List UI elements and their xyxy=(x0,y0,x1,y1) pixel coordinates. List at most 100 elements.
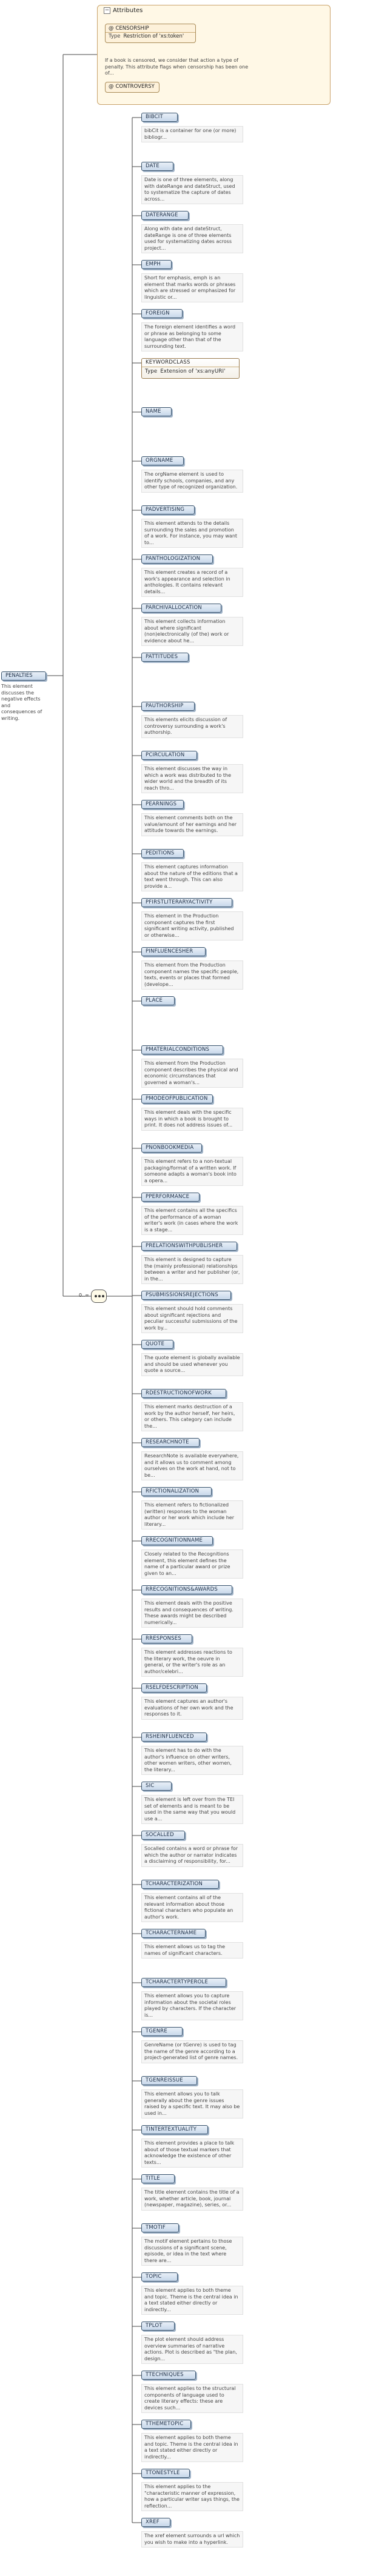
element-label: TTHEMETOPIC xyxy=(146,2421,184,2427)
element-tgenre[interactable]: TGENRE xyxy=(141,2027,183,2036)
element-rsheinfluenced[interactable]: RSHEINFLUENCED xyxy=(141,1732,207,1742)
element-label: PAUTHORSHIP xyxy=(146,703,184,709)
element-rrecognitionname[interactable]: RRECOGNITIONNAME xyxy=(141,1536,213,1545)
element-doc: This element deals with the positive res… xyxy=(141,1599,243,1628)
element-pnonbookmedia[interactable]: PNONBOOKMEDIA xyxy=(141,1143,202,1153)
element-doc: This element refers to a non-textual pac… xyxy=(141,1157,243,1186)
element-label: FOREIGN xyxy=(146,310,170,316)
element-label: QUOTE xyxy=(146,1341,165,1347)
element-label: PMATERIALCONDITIONS xyxy=(146,1047,210,1053)
element-ttechniques[interactable]: TTECHNIQUES xyxy=(141,2371,196,2380)
element-label: TCHARACTERNAME xyxy=(146,1930,197,1936)
element-doc: This element applies to the structural c… xyxy=(141,2384,243,2413)
element-label: TOPIC xyxy=(146,2274,162,2280)
element-label: PINFLUENCESHER xyxy=(146,948,193,954)
element-foreign[interactable]: FOREIGN xyxy=(141,309,183,318)
choice-compositor-icon[interactable] xyxy=(91,1290,107,1303)
element-label: RSHEINFLUENCED xyxy=(146,1734,194,1740)
element-label: RESEARCHNOTE xyxy=(146,1439,189,1445)
element-pauthorship[interactable]: PAUTHORSHIP xyxy=(141,702,195,711)
element-pinfluencesher[interactable]: PINFLUENCESHER xyxy=(141,947,206,956)
element-orgname[interactable]: ORGNAME xyxy=(141,456,184,465)
element-pattitudes[interactable]: PATTITUDES xyxy=(141,653,189,662)
element-tthemetopic[interactable]: TTHEMETOPIC xyxy=(141,2420,191,2429)
element-doc: Socalled contains a word or phrase for w… xyxy=(141,1844,243,1867)
element-doc: This element in the Production component… xyxy=(141,911,243,940)
element-pearnings[interactable]: PEARNINGS xyxy=(141,800,184,809)
element-label: RDESTRUCTIONOFWORK xyxy=(146,1390,212,1396)
element-topic[interactable]: TOPIC xyxy=(141,2272,178,2281)
element-peditions[interactable]: PEDITIONS xyxy=(141,849,184,858)
element-pmodeofpublication[interactable]: PMODEOFPUBLICATION xyxy=(141,1094,213,1103)
collapse-icon[interactable]: − xyxy=(104,7,110,14)
element-rselfdescription[interactable]: RSELFDESCRIPTION xyxy=(141,1683,207,1692)
element-rresponses[interactable]: RRESPONSES xyxy=(141,1634,192,1643)
element-doc: This elements elicits discussion of cont… xyxy=(141,715,243,738)
element-doc: bibCit is a container for one (or more) … xyxy=(141,126,243,142)
element-tmotif[interactable]: TMOTIF xyxy=(141,2223,179,2232)
element-researchnote[interactable]: RESEARCHNOTE xyxy=(141,1438,200,1447)
element-tplot[interactable]: TPLOT xyxy=(141,2321,175,2331)
element-label: PEDITIONS xyxy=(146,850,175,856)
element-xref[interactable]: XREF xyxy=(141,2518,170,2527)
element-label: TMOTIF xyxy=(146,2225,166,2231)
element-tcharactertyperole[interactable]: TCHARACTERTYPEROLE xyxy=(141,1978,226,1987)
attributes-header[interactable]: − Attributes xyxy=(104,7,143,14)
element-daterange[interactable]: DATERANGE xyxy=(141,211,189,220)
element-label: TPLOT xyxy=(146,2323,163,2329)
attribute-censorship-doc: If a book is censored, we consider that … xyxy=(105,58,249,76)
attribute-name: CENSORSHIP xyxy=(115,25,149,32)
element-rdestructionofwork[interactable]: RDESTRUCTIONOFWORK xyxy=(141,1389,226,1398)
element-pcirculation[interactable]: PCIRCULATION xyxy=(141,751,197,760)
element-doc: This element comments both on the value/… xyxy=(141,813,243,836)
element-doc: This element deals with the specific way… xyxy=(141,1108,243,1131)
element-name[interactable]: NAME xyxy=(141,407,172,416)
element-tgenreissue[interactable]: TGENREISSUE xyxy=(141,2076,197,2085)
element-rrecognitions-awards[interactable]: RRECOGNITIONS&AWARDS xyxy=(141,1585,232,1594)
element-doc: This element captures information about … xyxy=(141,862,243,891)
element-label: TITLE xyxy=(146,2175,160,2182)
element-label: PPERFORMANCE xyxy=(146,1194,190,1200)
element-doc: This element captures an author's evalua… xyxy=(141,1697,243,1720)
element-place[interactable]: PLACE xyxy=(141,996,175,1005)
element-bibcit[interactable]: BIBCIT xyxy=(141,113,178,122)
element-tcharactername[interactable]: TCHARACTERNAME xyxy=(141,1929,206,1938)
element-doc: This element has to do with the author's… xyxy=(141,1746,243,1775)
element-label: PRELATIONSWITHPUBLISHER xyxy=(146,1243,223,1249)
type-value: Extension of 'xs:anyURI' xyxy=(160,368,226,374)
element-doc: This element refers to fictionalized (wr… xyxy=(141,1500,243,1529)
attribute-controversy[interactable]: @CONTROVERSY xyxy=(105,82,159,93)
element-socalled[interactable]: SOCALLED xyxy=(141,1831,185,1840)
element-doc: Date is one of three elements, along wit… xyxy=(141,175,243,204)
element-doc: This element applies to both theme and t… xyxy=(141,2286,243,2315)
element-pfirstliteraryactivity[interactable]: PFIRSTLITERARYACTIVITY xyxy=(141,898,232,907)
element-prelationswithpublisher[interactable]: PRELATIONSWITHPUBLISHER xyxy=(141,1242,237,1251)
element-emph[interactable]: EMPH xyxy=(141,260,172,269)
element-label: RRECOGNITIONNAME xyxy=(146,1537,203,1543)
element-tcharacterization[interactable]: TCHARACTERIZATION xyxy=(141,1880,219,1889)
attribute-icon: @ xyxy=(109,25,114,32)
element-sic[interactable]: SIC xyxy=(141,1782,172,1791)
element-parchivallocation[interactable]: PARCHIVALLOCATION xyxy=(141,604,221,613)
element-rfictionalization[interactable]: RFICTIONALIZATION xyxy=(141,1487,212,1496)
element-title[interactable]: TITLE xyxy=(141,2174,175,2183)
element-label: ORGNAME xyxy=(146,458,173,464)
element-doc: Closely related to the Recognitions elem… xyxy=(141,1549,243,1579)
element-label: PANTHOLOGIZATION xyxy=(146,556,201,562)
element-tintertextuality[interactable]: TINTERTEXTUALITY xyxy=(141,2125,208,2134)
element-psubmissionsrejections[interactable]: PSUBMISSIONSREJECTIONS xyxy=(141,1291,231,1300)
element-label: PSUBMISSIONSREJECTIONS xyxy=(146,1292,218,1298)
element-quote[interactable]: QUOTE xyxy=(141,1340,173,1349)
element-panthologization[interactable]: PANTHOLOGIZATION xyxy=(141,554,213,564)
element-padvertising[interactable]: PADVERTISING xyxy=(141,505,195,514)
element-doc: This element applies to both theme and t… xyxy=(141,2433,243,2462)
element-label: PEARNINGS xyxy=(146,801,177,807)
element-label: DATE xyxy=(146,163,159,169)
element-pperformance[interactable]: PPERFORMANCE xyxy=(141,1193,200,1202)
root-element-penalties[interactable]: PENALTIES xyxy=(1,671,46,681)
element-date[interactable]: DATE xyxy=(141,162,173,171)
element-ttonestyle[interactable]: TTONESTYLE xyxy=(141,2469,190,2478)
element-pmaterialconditions[interactable]: PMATERIALCONDITIONS xyxy=(141,1045,223,1054)
